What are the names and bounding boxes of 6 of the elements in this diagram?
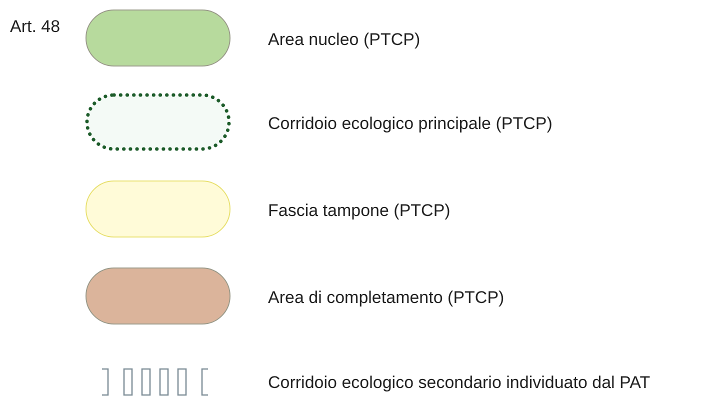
legend-text: Corridoio ecologico secondario individuato dal PAT: [268, 372, 650, 394]
legend-text: Area nucleo (PTCP): [268, 29, 420, 51]
legend-text: Fascia tampone (PTCP): [268, 200, 450, 222]
legend-text: Area di completamento (PTCP): [268, 287, 504, 309]
legend-text: Corridoio ecologico principale (PTCP): [268, 113, 552, 135]
article-label: Art. 48: [10, 16, 60, 38]
